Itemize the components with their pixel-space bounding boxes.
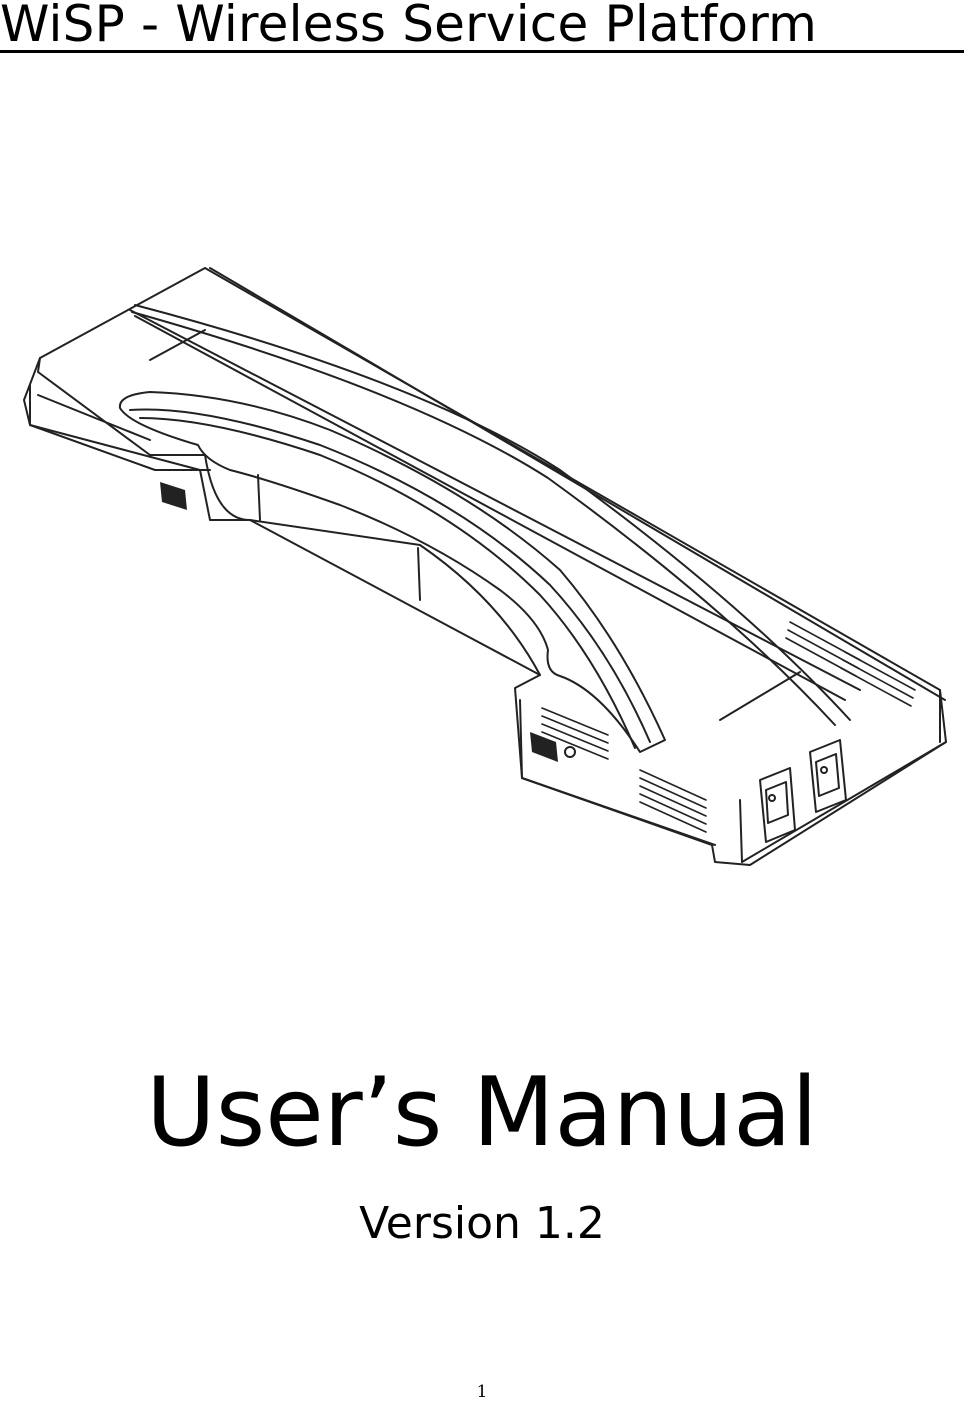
top-face-divider-left	[149, 329, 206, 361]
front-face-left-block	[29, 384, 211, 471]
front-face-right-block	[519, 699, 716, 846]
top-face-back-edge-inner-2	[134, 315, 846, 701]
handset-inner-edge	[129, 408, 651, 743]
manual-title: User’s Manual	[146, 1058, 818, 1168]
front-face-bottom-right	[741, 741, 947, 863]
front-face-right-edge	[739, 799, 743, 863]
top-face-back-edge	[209, 267, 946, 701]
version-label: Version 1.2	[359, 1198, 605, 1249]
device-illustration	[23, 267, 947, 866]
port-left	[759, 767, 796, 843]
top-face-back-edge-inner	[129, 309, 861, 691]
port-right	[809, 739, 847, 813]
top-ridge-2	[131, 311, 836, 726]
left-logo-emblem	[160, 482, 187, 510]
handset-outline	[118, 391, 666, 753]
handset-lower-vertical-1	[257, 474, 261, 521]
handset-lower-vertical-2	[417, 547, 421, 601]
top-face-left-edge	[37, 357, 206, 456]
handset-lower-curve	[204, 454, 541, 676]
top-ridge-1	[134, 304, 851, 721]
top-vent-slots	[785, 621, 916, 707]
page-number: 1	[476, 1382, 488, 1402]
handset-inner-edge-2	[139, 417, 636, 749]
header-underline	[0, 50, 964, 53]
right-logo-emblem	[530, 732, 558, 762]
top-face-divider-right	[719, 671, 801, 721]
led-indicator	[564, 746, 576, 758]
document-header-title: WiSP - Wireless Service Platform	[0, 0, 817, 53]
front-vent-slots	[541, 707, 707, 833]
front-face-left-inner	[37, 394, 151, 441]
